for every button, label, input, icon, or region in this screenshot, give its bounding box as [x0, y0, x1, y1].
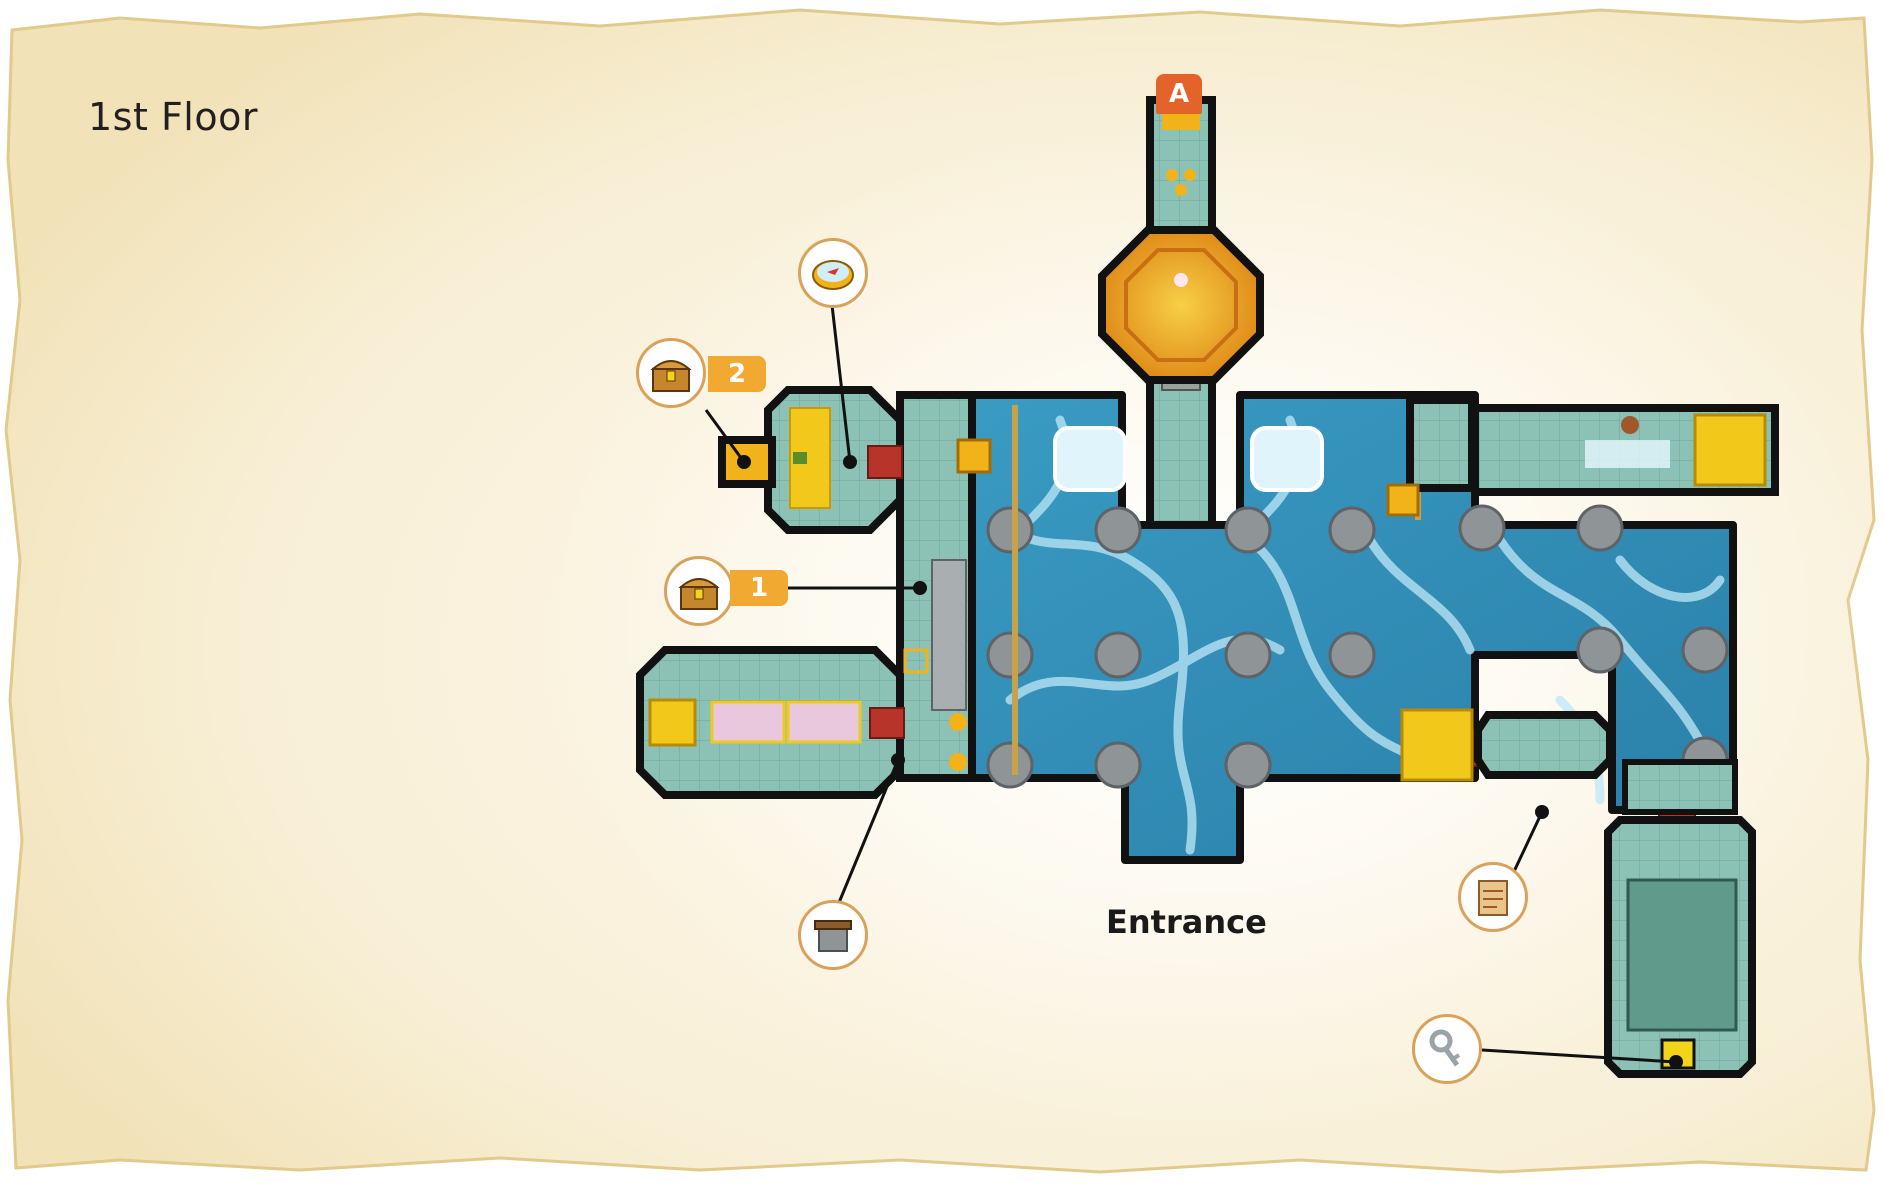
west-spikes-2 [786, 700, 862, 744]
compass-graphic [812, 260, 854, 290]
east-small-room [1474, 711, 1614, 779]
treasure-chest-graphic [678, 578, 720, 610]
stone-tablet-graphic [814, 920, 852, 952]
treasure-chest-icon[interactable] [664, 556, 734, 626]
southeast-inner-floor [1626, 878, 1738, 1032]
leader-lines [704, 304, 1677, 1064]
treasure-chest-graphic [650, 360, 692, 392]
octagon-crystal [1174, 273, 1188, 287]
floor-title: 1st Floor [88, 95, 258, 139]
dungeon-map-graphic [1478, 880, 1508, 916]
dungeon-map-icon[interactable] [1458, 862, 1528, 932]
ice-blocks [1053, 426, 1324, 492]
octagon-inner [1124, 248, 1238, 362]
treasure-number-1: 1 [730, 570, 788, 606]
nw-room-switch [793, 452, 807, 464]
entrance-label: Entrance [1106, 903, 1267, 941]
west-warp-tile [648, 698, 697, 747]
southeast-entry [1622, 759, 1738, 815]
treasure-number-2: 2 [708, 356, 766, 392]
west-spikes-1 [710, 700, 786, 744]
east-warp-tile [1400, 708, 1474, 782]
small-key-icon[interactable] [1412, 1014, 1482, 1084]
nw-alcove [718, 436, 776, 488]
stairs-marker-a[interactable]: A [1156, 74, 1202, 114]
leader-dots [737, 455, 1683, 1069]
small-key-graphic [1429, 1029, 1461, 1067]
stone-pillars [986, 504, 1729, 789]
stone-tablet-icon[interactable] [798, 900, 868, 970]
compass-icon[interactable] [798, 238, 868, 308]
treasure-chest-icon[interactable] [636, 338, 706, 408]
nw-room-rug [789, 407, 831, 509]
ne-corridor [1386, 396, 1779, 517]
